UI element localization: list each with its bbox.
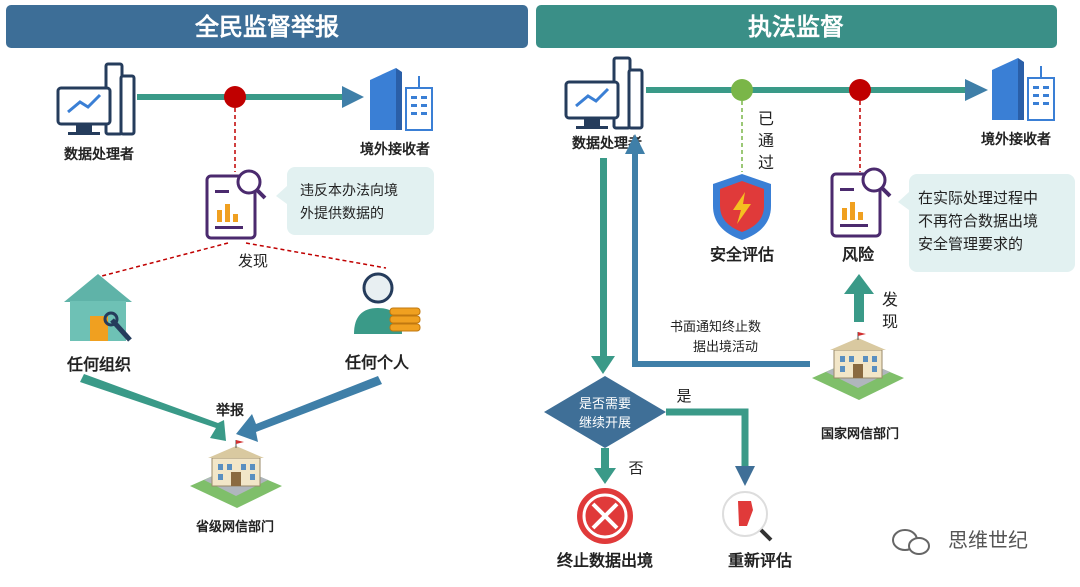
data-processor-icon — [56, 62, 136, 136]
right-red-dot — [849, 79, 871, 101]
notice-return-path — [632, 152, 810, 367]
decision-line1: 是否需要 — [579, 397, 631, 412]
shield-icon — [713, 174, 771, 240]
violation-note-line1: 违反本办法向境 — [300, 183, 398, 199]
person-coins-icon — [354, 272, 421, 334]
left-overseas-receiver-label: 境外接收者 — [360, 141, 430, 158]
yes-branch-head — [735, 466, 755, 486]
house-wrench-icon — [64, 274, 132, 342]
notice-line1: 书面通知终止数 — [670, 319, 761, 335]
notice-line2: 据出境活动 — [693, 340, 758, 355]
left-flow-arrowhead — [342, 86, 364, 108]
right-overseas-receiver-label: 境外接收者 — [981, 131, 1051, 148]
person-report-arrow — [236, 376, 382, 442]
passed-char-3: 过 — [758, 153, 774, 172]
right-title: 执法监督 — [748, 13, 844, 41]
chat-bubble-icon — [892, 529, 930, 555]
security-assessment-label: 安全评估 — [710, 245, 774, 264]
building-icon — [992, 58, 1055, 121]
government-building-icon — [190, 440, 282, 508]
data-processor-icon — [564, 56, 644, 130]
reassess-label: 重新评估 — [728, 551, 792, 570]
reassess-magnifier-icon — [722, 491, 773, 542]
left-title: 全民监督举报 — [194, 13, 339, 41]
no-branch-head — [594, 468, 616, 484]
risk-note-line1: 在实际处理过程中 — [918, 189, 1038, 207]
left-dashed-to-org — [97, 242, 229, 278]
stop-icon — [577, 488, 633, 544]
provincial-dept-label: 省级网信部门 — [195, 519, 274, 535]
any-org-label: 任何组织 — [66, 355, 131, 374]
right-header: 执法监督 — [536, 5, 1057, 48]
discover-char-1: 发 — [882, 290, 898, 309]
decision-line2: 继续开展 — [579, 416, 631, 431]
org-report-arrow — [80, 374, 226, 441]
left-discover-label: 发现 — [238, 252, 268, 270]
discover-arrow-head — [844, 274, 874, 294]
discover-char-2: 现 — [882, 312, 898, 331]
yes-branch-path — [666, 408, 749, 468]
any-person-label: 任何个人 — [344, 353, 410, 372]
discover-arrow-shaft — [854, 292, 864, 322]
left-header: 全民监督举报 — [6, 5, 528, 48]
left-red-dot — [224, 86, 246, 108]
risk-note-line3: 安全管理要求的 — [918, 235, 1023, 253]
violation-note: 违反本办法向境 外提供数据的 — [276, 167, 434, 235]
risk-label: 风险 — [842, 245, 875, 264]
yes-label: 是 — [676, 387, 691, 405]
passed-char-1: 已 — [758, 109, 774, 128]
right-data-processor-label: 数据处理者 — [572, 135, 642, 152]
processor-to-decision-head — [591, 356, 615, 374]
building-icon — [370, 68, 433, 131]
no-branch-shaft — [601, 448, 609, 470]
risk-note-line2: 不再符合数据出境 — [918, 212, 1038, 230]
left-dashed-to-person — [245, 242, 387, 269]
passed-char-2: 通 — [758, 131, 774, 150]
watermark: 思维世纪 — [892, 528, 1028, 555]
right-flow-arrowhead — [965, 79, 988, 101]
document-search-icon — [205, 169, 267, 240]
decision-diamond: 是否需要 继续开展 — [544, 376, 666, 448]
notice-return-arrowhead — [625, 134, 645, 154]
terminate-label: 终止数据出境 — [557, 551, 653, 570]
no-label: 否 — [628, 459, 643, 477]
risk-note: 在实际处理过程中 不再符合数据出境 安全管理要求的 — [898, 174, 1075, 272]
violation-note-line2: 外提供数据的 — [300, 206, 384, 222]
document-search-icon — [830, 167, 892, 238]
right-green-dot — [731, 79, 753, 101]
processor-to-decision-shaft — [600, 158, 607, 358]
national-dept-label: 国家网信部门 — [821, 426, 899, 442]
government-building-icon — [812, 332, 904, 400]
left-data-processor-label: 数据处理者 — [64, 146, 134, 163]
report-label: 举报 — [215, 402, 244, 419]
watermark-text: 思维世纪 — [948, 528, 1028, 552]
